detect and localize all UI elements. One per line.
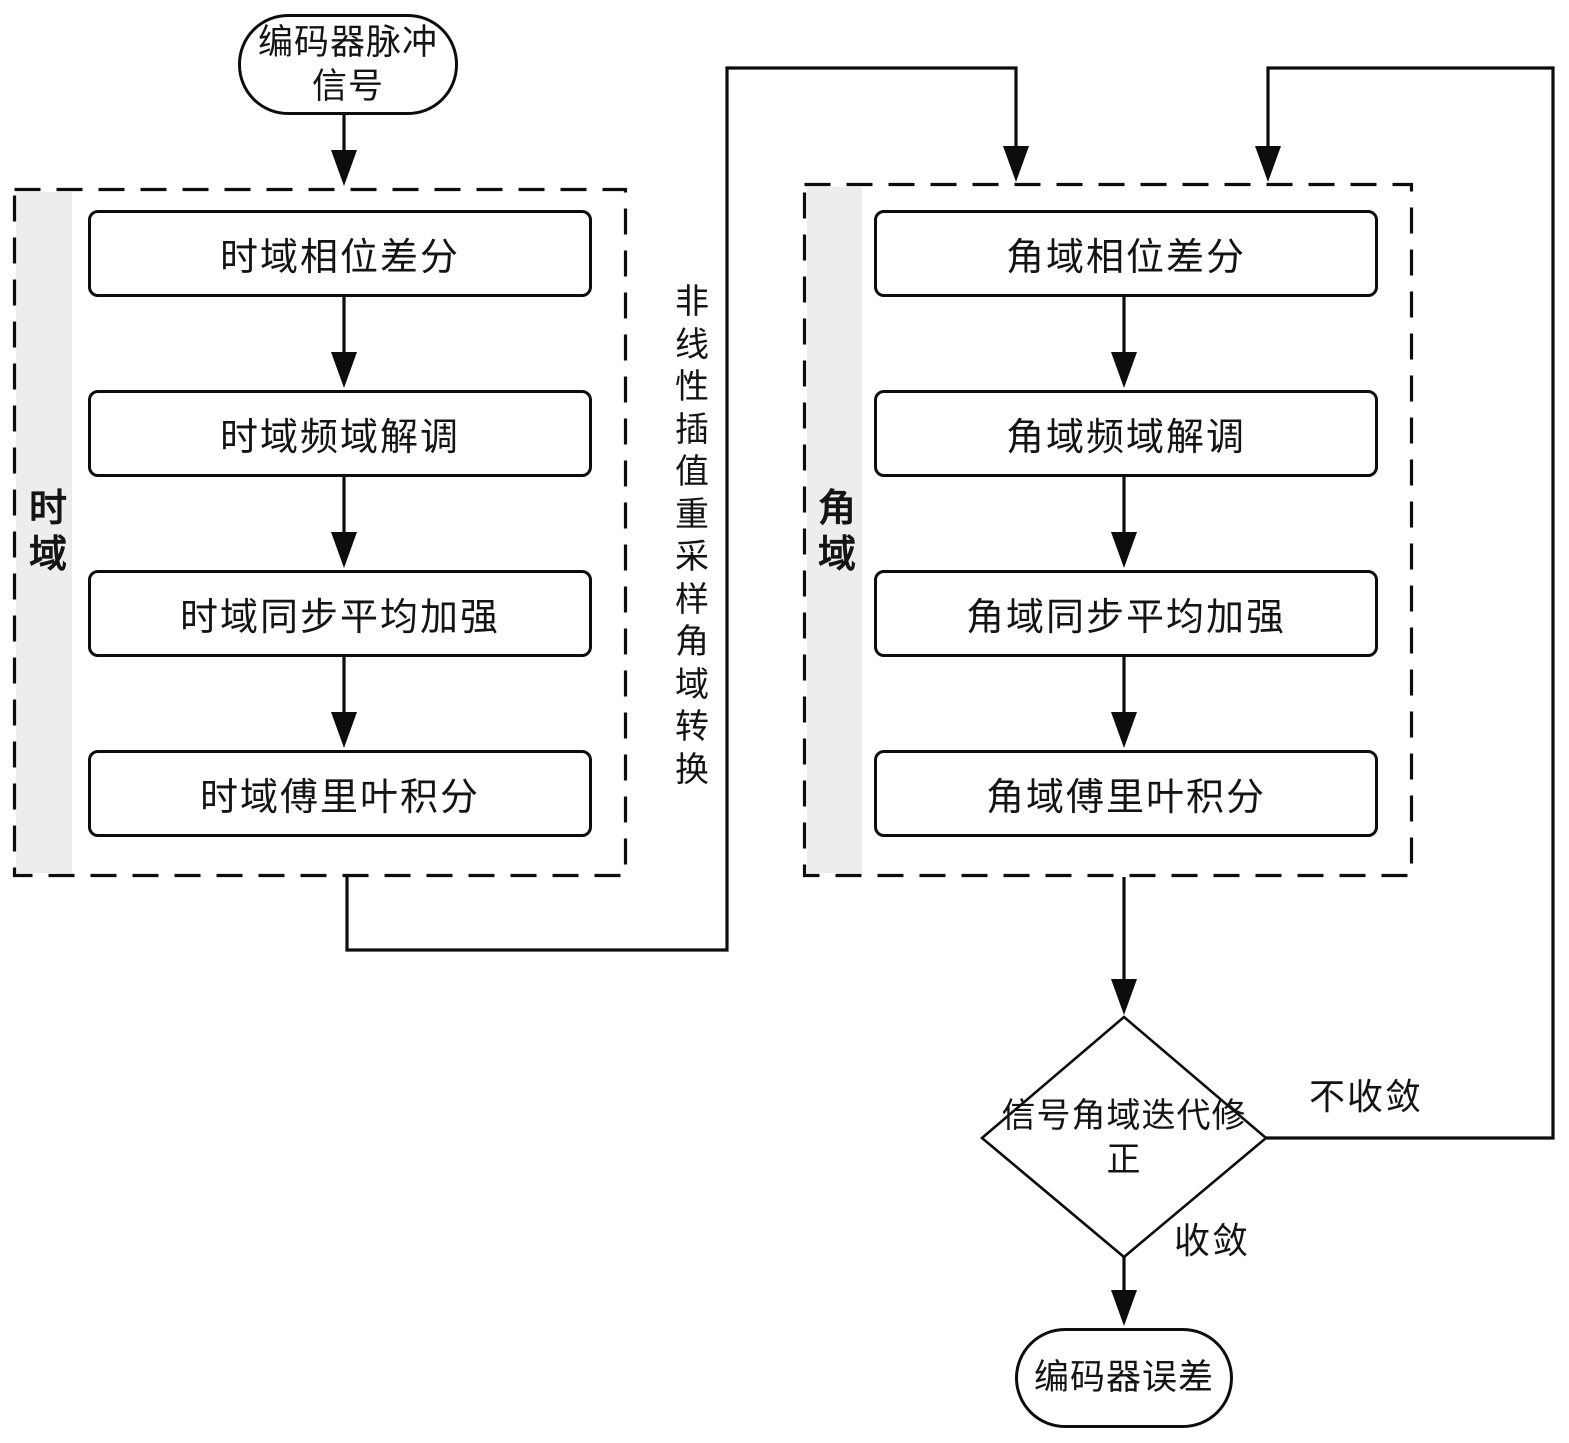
wire-not-converged-loop <box>1266 66 1555 1140</box>
arrowhead-time-2 <box>331 352 357 388</box>
time-domain-strip <box>16 192 72 873</box>
decision-diamond <box>979 1015 1269 1259</box>
start-terminal: 编码器脉冲信号 <box>238 14 458 115</box>
arrowhead-into-angle-frame <box>1003 146 1029 182</box>
converged-label: 收敛 <box>1173 1220 1250 1261</box>
angle-domain-label: 角域 <box>817 488 856 576</box>
step-time-phase-difference: 时域相位差分 <box>88 210 592 297</box>
arrowhead-time-3 <box>331 532 357 568</box>
step-time-frequency-demodulation: 时域频域解调 <box>88 390 592 477</box>
decision-label: 信号角域迭代修正 <box>1001 1096 1247 1179</box>
arrowhead-angle-3 <box>1111 532 1137 568</box>
arrowhead-angle-4 <box>1111 712 1137 748</box>
resample-note: 非线性插值重采样角域转换 <box>675 283 709 789</box>
arrowhead-into-decision <box>1111 979 1137 1015</box>
arrowhead-time-4 <box>331 712 357 748</box>
arrowhead-angle-2 <box>1111 352 1137 388</box>
start-terminal-label: 编码器脉冲信号 <box>257 22 438 106</box>
time-domain-label: 时域 <box>28 488 67 576</box>
step-angle-synchronous-averaging: 角域同步平均加强 <box>874 570 1378 657</box>
not-converged-label: 不收敛 <box>1308 1076 1423 1117</box>
step-angle-fourier-integration: 角域傅里叶积分 <box>874 750 1378 837</box>
end-terminal-label: 编码器误差 <box>1033 1358 1214 1397</box>
arrowhead-loop-into-angle-frame <box>1255 146 1281 182</box>
end-terminal: 编码器误差 <box>1015 1328 1233 1428</box>
step-time-synchronous-averaging: 时域同步平均加强 <box>88 570 592 657</box>
angle-domain-frame <box>802 182 1414 878</box>
step-angle-frequency-demodulation: 角域频域解调 <box>874 390 1378 477</box>
time-domain-frame <box>12 187 628 878</box>
step-angle-phase-difference: 角域相位差分 <box>874 210 1378 297</box>
step-time-fourier-integration: 时域傅里叶积分 <box>88 750 592 837</box>
wire-time-to-angle <box>345 66 1018 952</box>
angle-domain-strip <box>807 187 862 873</box>
arrowhead-into-time-frame <box>331 150 357 186</box>
arrowhead-into-end <box>1111 1290 1137 1326</box>
